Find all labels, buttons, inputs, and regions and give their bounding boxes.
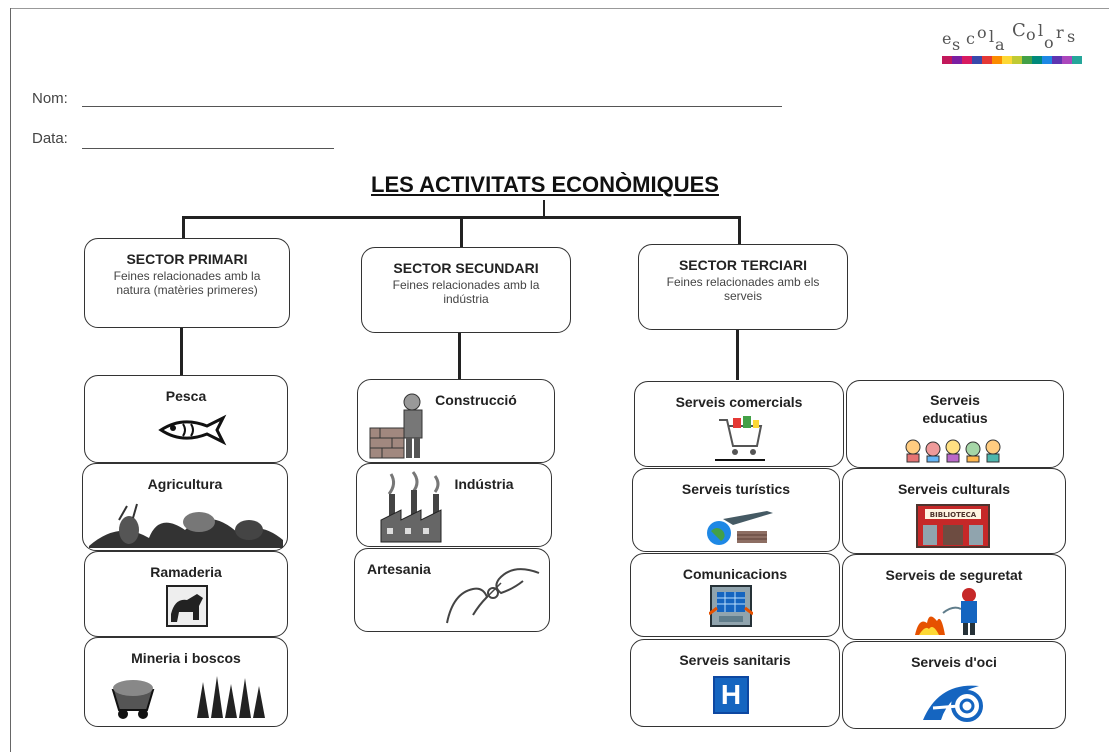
shopping-cart-icon bbox=[715, 416, 765, 461]
card-industria-label: Indústria bbox=[454, 476, 514, 492]
card-oci-label: Serveis d'oci bbox=[911, 654, 997, 670]
card-serveis-sanitaris: Serveis sanitaris H bbox=[630, 639, 840, 727]
vegetables-icon bbox=[89, 503, 283, 548]
card-serveis-seguretat: Serveis de seguretat bbox=[842, 554, 1066, 640]
card-ramaderia-label: Ramaderia bbox=[150, 564, 222, 580]
sector-primari-desc: Feines relacionades amb la natura (matèr… bbox=[113, 269, 261, 297]
name-label: Nom: bbox=[32, 90, 68, 107]
firefighter-icon bbox=[915, 588, 977, 635]
card-artesania: Artesania bbox=[354, 548, 550, 632]
children-icon bbox=[905, 439, 1001, 463]
svg-text:o: o bbox=[1044, 33, 1054, 52]
hands-crafting-icon bbox=[446, 568, 540, 624]
computer-icon bbox=[709, 585, 753, 627]
card-construccio: Construcció bbox=[357, 379, 555, 463]
page-border-left bbox=[10, 8, 11, 752]
card-pesca-label: Pesca bbox=[165, 388, 207, 404]
builder-icon bbox=[369, 393, 423, 459]
worksheet-title: LES ACTIVITATS ECONÒMIQUES bbox=[371, 172, 719, 197]
card-serveis-culturals: Serveis culturals BIBLIOTECA bbox=[842, 468, 1066, 554]
card-agricultura-label: Agricultura bbox=[147, 476, 223, 492]
card-mineria-label: Mineria i boscos bbox=[131, 650, 241, 666]
svg-text:l: l bbox=[989, 27, 994, 46]
svg-text:o: o bbox=[1026, 25, 1036, 44]
card-industria: Indústria bbox=[356, 463, 552, 547]
card-turistics-label: Serveis turístics bbox=[681, 481, 791, 497]
tree-line-primari bbox=[182, 216, 185, 240]
library-sign-text: BIBLIOTECA bbox=[930, 511, 977, 519]
sector-secundari-title: SECTOR SECUNDARI bbox=[393, 260, 539, 276]
tree-line-terciari-down bbox=[736, 330, 739, 380]
cow-icon bbox=[166, 585, 208, 627]
svg-text:e: e bbox=[942, 29, 951, 48]
sector-primari-box: SECTOR PRIMARI Feines relacionades amb l… bbox=[84, 238, 290, 328]
sector-terciari-box: SECTOR TERCIARI Feines relacionades amb … bbox=[638, 244, 848, 330]
card-sanitaris-label: Serveis sanitaris bbox=[679, 652, 791, 668]
card-pesca: Pesca bbox=[84, 375, 288, 463]
page-border-top bbox=[10, 8, 1109, 9]
tree-line-primari-down bbox=[180, 326, 183, 376]
card-serveis-educatius: Serveis educatius bbox=[846, 380, 1064, 468]
hospital-h-icon: H bbox=[713, 676, 749, 714]
svg-text:s: s bbox=[1067, 27, 1075, 46]
card-educatius-label: Serveis educatius bbox=[922, 392, 988, 426]
tree-line-secundari bbox=[460, 216, 463, 248]
svg-text:a: a bbox=[995, 35, 1005, 54]
sector-terciari-desc: Feines relacionades amb els serveis bbox=[666, 275, 820, 303]
logo-graphic: e s c o l a C o l o r s bbox=[942, 20, 1082, 64]
card-culturals-label: Serveis culturals bbox=[897, 481, 1011, 497]
card-seguretat-label: Serveis de seguretat bbox=[885, 567, 1023, 583]
fish-icon bbox=[158, 414, 227, 446]
card-construccio-label: Construcció bbox=[435, 392, 517, 408]
mine-cart-and-trees-icon bbox=[111, 676, 265, 719]
sector-primari-title: SECTOR PRIMARI bbox=[126, 251, 248, 267]
card-comercials-label: Serveis comercials bbox=[675, 394, 803, 410]
sector-secundari-box: SECTOR SECUNDARI Feines relacionades amb… bbox=[361, 247, 571, 333]
svg-text:o: o bbox=[977, 23, 987, 42]
card-artesania-label: Artesania bbox=[367, 561, 431, 577]
card-serveis-comercials: Serveis comercials bbox=[634, 381, 844, 467]
airplane-globe-icon bbox=[707, 511, 773, 545]
card-mineria: Mineria i boscos bbox=[84, 637, 288, 727]
factory-icon bbox=[380, 471, 442, 543]
svg-text:s: s bbox=[952, 35, 960, 54]
tree-line-secundari-down bbox=[458, 333, 461, 379]
escola-colors-logo: e s c o l a C o l o r s bbox=[940, 18, 1085, 70]
leisure-icon bbox=[923, 685, 983, 722]
card-comunicacions: Comunicacions bbox=[630, 553, 840, 637]
svg-text:C: C bbox=[1012, 20, 1026, 41]
svg-text:r: r bbox=[1056, 23, 1064, 42]
sector-terciari-title: SECTOR TERCIARI bbox=[678, 257, 808, 273]
card-agricultura: Agricultura bbox=[82, 463, 288, 551]
card-comunicacions-label: Comunicacions bbox=[682, 566, 788, 582]
card-serveis-oci: Serveis d'oci bbox=[842, 641, 1066, 729]
tree-root-line bbox=[543, 200, 545, 218]
date-label: Data: bbox=[32, 130, 68, 147]
svg-text:l: l bbox=[1038, 21, 1043, 40]
sector-secundari-desc: Feines relacionades amb la indústria bbox=[392, 278, 540, 306]
library-icon: BIBLIOTECA bbox=[916, 504, 990, 548]
card-serveis-turistics: Serveis turístics bbox=[632, 468, 840, 552]
name-line[interactable] bbox=[82, 106, 782, 107]
tree-line-terciari bbox=[738, 216, 741, 244]
card-ramaderia: Ramaderia bbox=[84, 551, 288, 637]
svg-text:c: c bbox=[966, 29, 975, 48]
date-line[interactable] bbox=[82, 148, 334, 149]
